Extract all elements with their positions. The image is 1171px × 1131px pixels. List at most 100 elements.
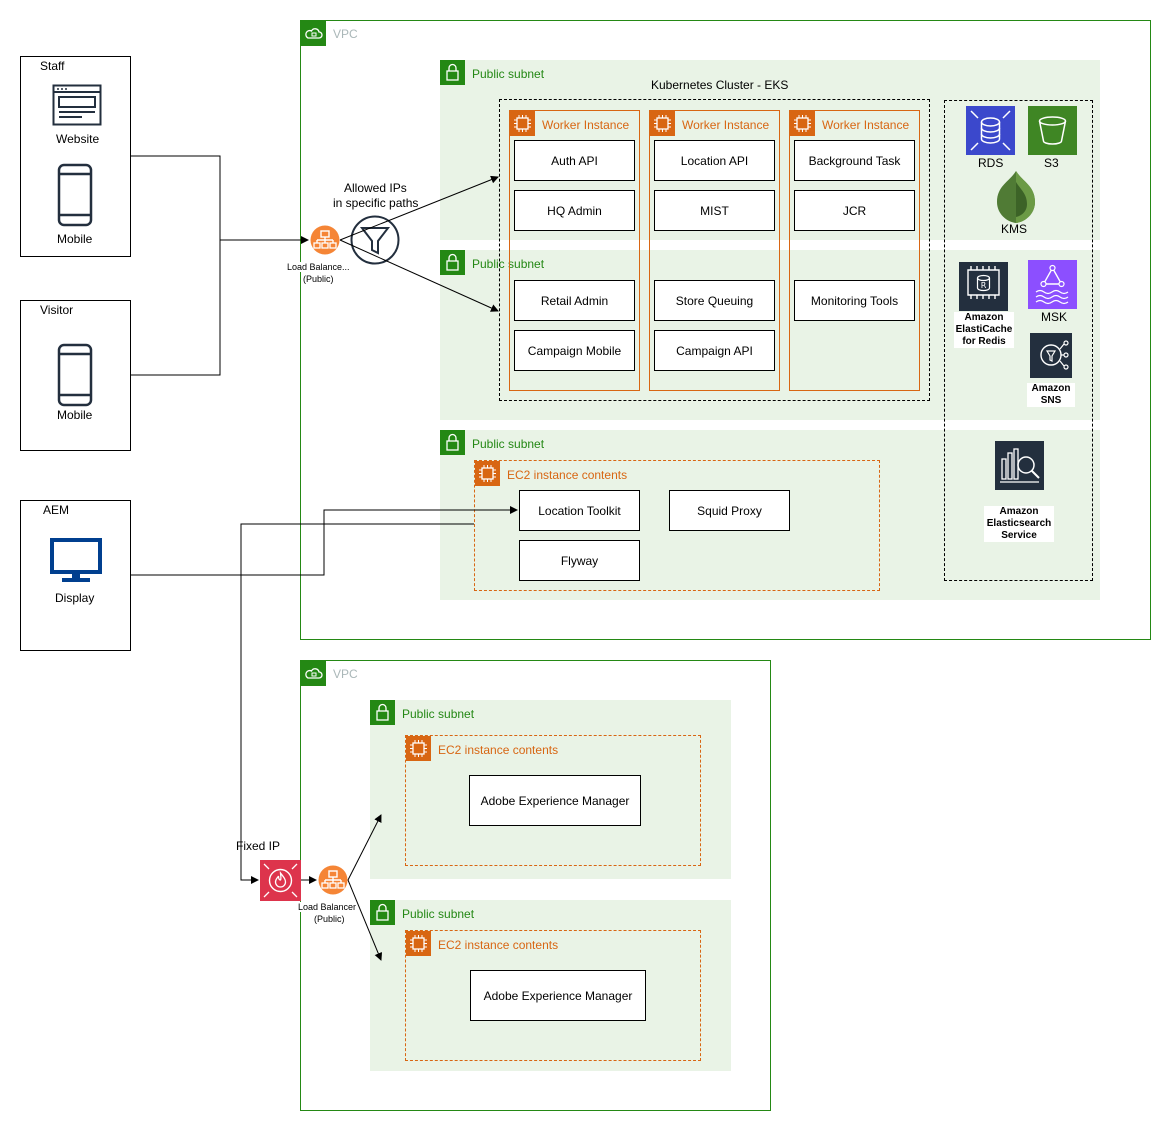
- aem-box-2: Adobe Experience Manager: [470, 970, 646, 1021]
- fixed-ip-label: Fixed IP: [236, 839, 281, 853]
- display-label: Display: [55, 591, 95, 605]
- campaign-mobile-box: Campaign Mobile: [514, 330, 635, 371]
- sns-label-2: SNS: [1040, 395, 1062, 406]
- rds-icon: [966, 106, 1015, 155]
- elasticache-icon: R: [959, 262, 1008, 311]
- sns-icon: [1030, 333, 1072, 378]
- s3-icon: [1028, 106, 1077, 155]
- load-balancer-label: Load Balance...: [287, 262, 350, 272]
- staff-connector: [131, 155, 221, 240]
- retail-admin-box: Retail Admin: [514, 280, 635, 321]
- kms-icon: [997, 171, 1035, 223]
- s3-label: S3: [1044, 156, 1059, 170]
- staff-mobile-label: Mobile: [57, 232, 93, 246]
- display-icon: [50, 538, 102, 582]
- worker-label: Worker Instance: [682, 118, 770, 132]
- lock-icon: [440, 250, 465, 275]
- worker-instance-2: Worker Instance: [649, 110, 780, 391]
- worker-label: Worker Instance: [822, 118, 910, 132]
- aem-load-balancer-label: Load Balancer: [298, 902, 357, 912]
- website-icon: [52, 84, 102, 126]
- visitor-group: Visitor Mobile: [20, 300, 131, 451]
- flyway-box: Flyway: [519, 540, 640, 581]
- ec2-label: EC2 instance contents: [507, 468, 628, 482]
- visitor-title: Visitor: [40, 303, 74, 317]
- chip-icon: [406, 736, 431, 761]
- website-label: Website: [56, 132, 100, 146]
- squid-proxy-box: Squid Proxy: [669, 490, 790, 531]
- rds-label: RDS: [978, 156, 1004, 170]
- chip-icon: [510, 111, 535, 136]
- load-balancer-icon: [310, 225, 340, 255]
- ec2-label: EC2 instance contents: [438, 743, 559, 757]
- aem-ec2-2: EC2 instance contents: [405, 930, 701, 1061]
- chip-icon: [790, 111, 815, 136]
- subnet-label: Public subnet: [472, 437, 545, 451]
- firewall-icon: [260, 860, 301, 901]
- staff-group: Staff Website Mobile: [20, 56, 131, 257]
- elasticsearch-label-3: Service: [1001, 530, 1037, 541]
- monitoring-tools-box: Monitoring Tools: [794, 280, 915, 321]
- visitor-mobile-label: Mobile: [57, 408, 93, 422]
- location-api-box: Location API: [654, 140, 775, 181]
- aem-group: AEM Display: [20, 500, 131, 651]
- kms-label: KMS: [1001, 222, 1028, 236]
- visitor-connector: [131, 240, 221, 376]
- elasticache-label-2: ElastiCache: [955, 324, 1013, 335]
- lock-icon: [370, 900, 395, 925]
- mist-box: MIST: [654, 190, 775, 231]
- store-queuing-box: Store Queuing: [654, 280, 775, 321]
- elasticache-label: Amazon ElastiCache for Redis: [954, 312, 1014, 348]
- svg-text:R: R: [981, 281, 987, 290]
- campaign-api-box: Campaign API: [654, 330, 775, 371]
- elasticache-label-3: for Redis: [962, 336, 1006, 347]
- sns-label: Amazon SNS: [1027, 383, 1075, 407]
- worker-instance-1: Worker Instance: [509, 110, 640, 391]
- load-balancer-icon: [318, 865, 348, 895]
- vpc-main: VPC: [300, 20, 1151, 640]
- background-task-box: Background Task: [794, 140, 915, 181]
- filter-icon: [350, 215, 400, 265]
- subnet-label: Public subnet: [472, 67, 545, 81]
- subnet-label: Public subnet: [402, 907, 475, 921]
- eks-cluster: [499, 99, 930, 401]
- aem-title: AEM: [43, 503, 70, 517]
- hq-admin-box: HQ Admin: [514, 190, 635, 231]
- allowed-ips-label-1: Allowed IPs: [344, 181, 407, 195]
- lock-icon: [440, 430, 465, 455]
- vpc-cloud-icon: [301, 661, 326, 686]
- elasticsearch-label: Amazon Elasticsearch Service: [984, 506, 1054, 542]
- worker-instance-3: Worker Instance: [789, 110, 920, 391]
- allowed-ips-label-2: in specific paths: [333, 196, 419, 210]
- chip-icon: [650, 111, 675, 136]
- worker-label: Worker Instance: [542, 118, 630, 132]
- mobile-icon: [57, 163, 93, 227]
- lock-icon: [370, 700, 395, 725]
- elasticache-label-1: Amazon: [964, 312, 1004, 323]
- ec2-label: EC2 instance contents: [438, 938, 559, 952]
- vpc-label: VPC: [333, 27, 358, 41]
- elasticsearch-label-1: Amazon: [999, 506, 1039, 517]
- load-balancer-sub: (Public): [303, 274, 334, 284]
- chip-icon: [475, 461, 500, 486]
- aem-load-balancer-sub: (Public): [314, 914, 345, 924]
- msk-icon: [1028, 260, 1077, 309]
- aem-box-1: Adobe Experience Manager: [469, 775, 641, 826]
- chip-icon: [406, 931, 431, 956]
- vpc-label: VPC: [333, 667, 358, 681]
- eks-cluster-label: Kubernetes Cluster - EKS: [651, 78, 789, 92]
- sns-label-1: Amazon: [1031, 383, 1071, 394]
- lock-icon: [440, 60, 465, 85]
- vpc-cloud-icon: [301, 21, 326, 46]
- msk-label: MSK: [1041, 310, 1068, 324]
- managed-services-group: [944, 100, 1093, 581]
- jcr-box: JCR: [794, 190, 915, 231]
- elasticsearch-icon: [995, 441, 1044, 490]
- aem-public-subnet-2: Public subnet: [370, 900, 731, 1071]
- subnet-label: Public subnet: [402, 707, 475, 721]
- auth-api-box: Auth API: [514, 140, 635, 181]
- mobile-icon: [57, 343, 93, 407]
- staff-title: Staff: [40, 59, 65, 73]
- elasticsearch-label-2: Elasticsearch: [986, 518, 1052, 529]
- location-toolkit-box: Location Toolkit: [519, 490, 640, 531]
